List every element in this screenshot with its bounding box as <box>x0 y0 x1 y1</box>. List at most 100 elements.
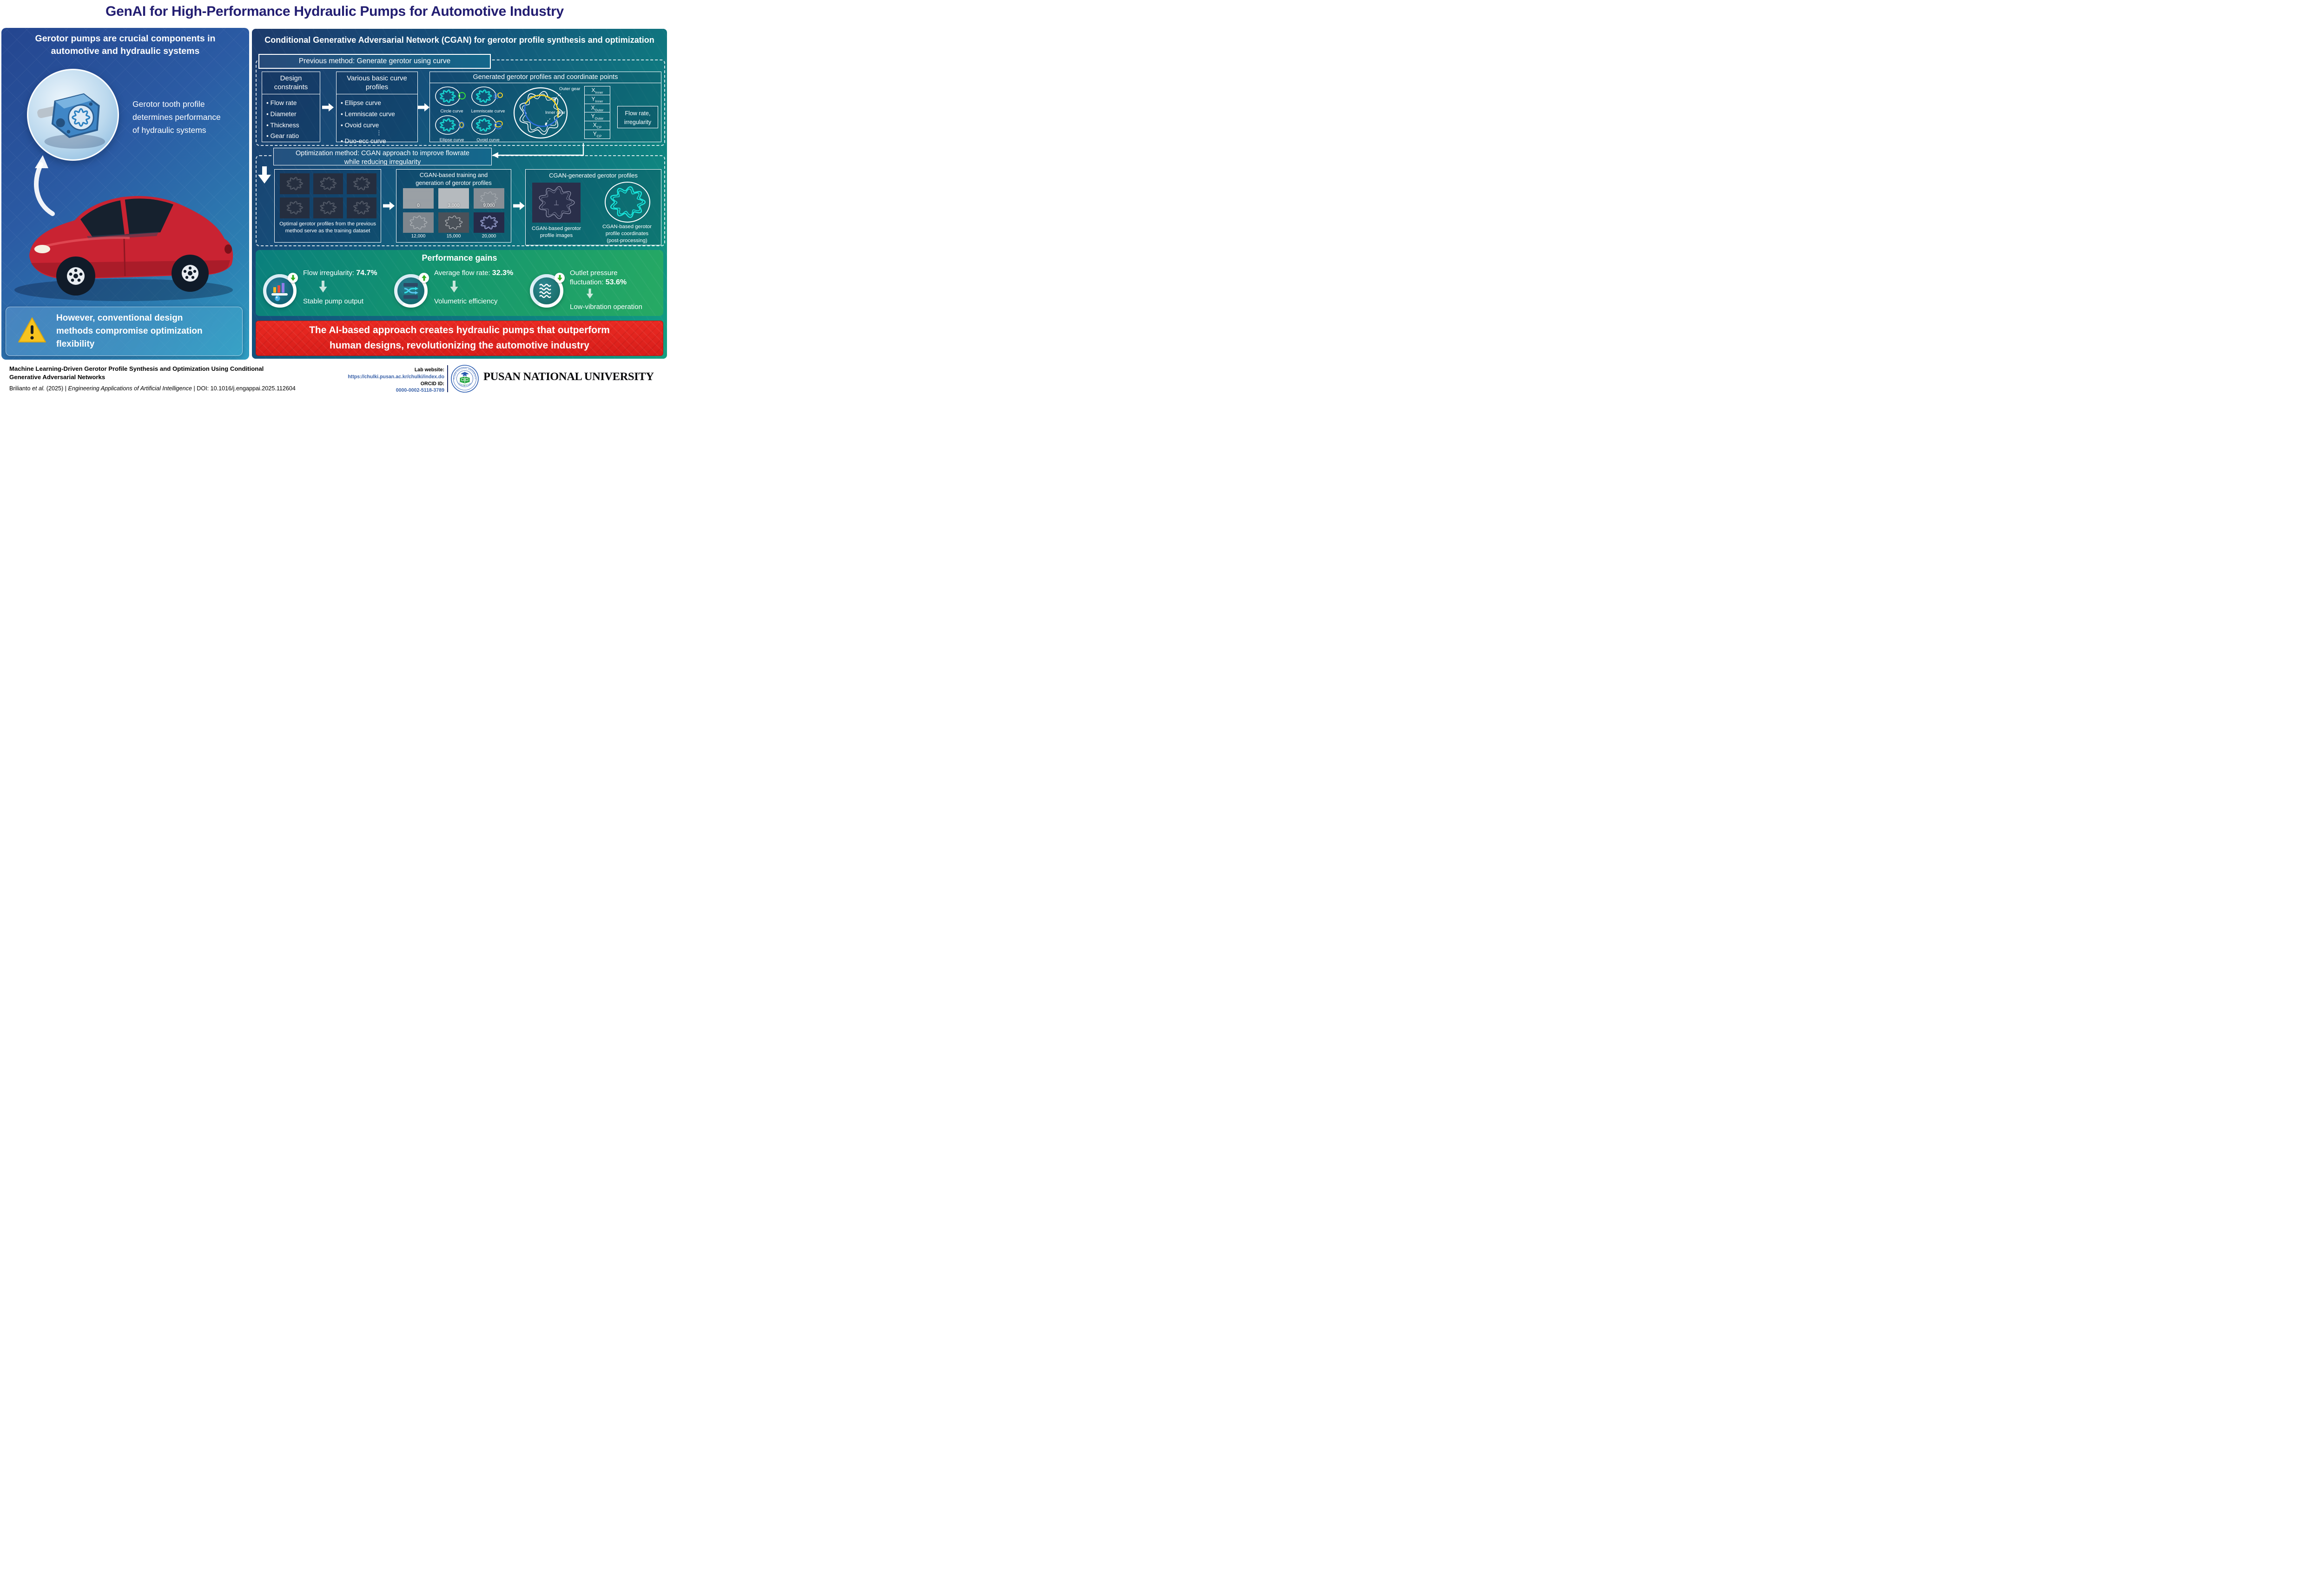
table-row: YOuter <box>584 112 610 122</box>
metric-text: Average flow rate: 32.3% Volumetric effi… <box>434 269 514 306</box>
right-arrow-icon <box>322 103 334 112</box>
poster-title: GenAI for High-Performance Hydraulic Pum… <box>106 4 564 19</box>
table-row: YCP <box>584 130 610 139</box>
profile-thumb-lemniscate: Lemniscate curve <box>470 86 506 113</box>
table-row: XOuter <box>584 104 610 113</box>
gerotor-thumbnail <box>347 173 376 194</box>
list-item: • Gear ratio <box>266 132 299 140</box>
contact-links: Lab website: https://chulki.pusan.ac.kr/… <box>348 367 444 394</box>
footer-divider <box>447 365 448 392</box>
pnu-seal-icon: PUSAN NATIONAL UNIVERSITY · SINCE 1946 ·… <box>451 365 479 393</box>
gerotor-thumbnail <box>313 197 343 218</box>
gerotor-thumbnail <box>347 197 376 218</box>
epoch-image: 0 <box>403 188 434 209</box>
design-constraints-list: • Flow rate • Diameter • Thickness • Gea… <box>262 98 320 142</box>
flow-arrows-icon <box>394 273 429 308</box>
paper-reference: Machine Learning-Driven Gerotor Profile … <box>9 365 296 392</box>
lab-website-link[interactable]: https://chulki.pusan.ac.kr/chulki/index.… <box>348 374 444 380</box>
down-arrow-icon <box>319 280 327 293</box>
list-item: • Duo-ecc curve <box>341 137 386 145</box>
cgan-profile-coordinates <box>605 182 650 223</box>
list-item: • Thickness <box>266 121 299 129</box>
epoch-label: 15,000 <box>446 234 461 239</box>
epoch-image <box>438 212 469 233</box>
metric-text: Flow irregularity: 74.7% Stable pump out… <box>303 269 377 306</box>
gerotor-pump-photo <box>27 69 119 161</box>
curved-up-arrow <box>34 155 55 216</box>
gerotor-thumbnail <box>280 173 310 194</box>
dataset-caption: Optimal gerotor profiles from the previo… <box>279 221 376 234</box>
right-arrow-icon <box>418 103 429 112</box>
inner-gear-label: Inner gear <box>545 110 566 115</box>
generated-profiles-title: Generated gerotor profiles and coordinat… <box>430 72 661 83</box>
cgan-panel: Conditional Generative Adversarial Netwo… <box>251 28 668 360</box>
pnu-wordmark: PUSAN NATIONAL UNIVERSITY <box>483 370 654 383</box>
gerotor-thumbnail <box>280 197 310 218</box>
ellipsis: ⋮ <box>376 129 382 137</box>
orcid-id: 0000-0002-5118-3789 <box>396 388 444 394</box>
decrease-badge-icon <box>288 273 298 283</box>
metric-flow-irregularity: Flow irregularity: 74.7% Stable pump out… <box>260 269 391 313</box>
limitation-text: However, conventional design methods com… <box>56 313 203 349</box>
poster-page: GenAI for High-Performance Hydraulic Pum… <box>0 0 669 394</box>
performance-gains-band: Performance gains <box>256 250 663 316</box>
cgan-profile-image <box>532 183 581 223</box>
epoch-image: 3,000 <box>438 188 469 209</box>
coordinate-table: XInner YInner XOuter YOuter XCP YCP <box>584 86 610 139</box>
epoch-label: 12,000 <box>411 234 426 239</box>
outer-gear-label: Outer gear <box>559 86 581 92</box>
limitation-callout: However, conventional design methods com… <box>6 307 243 356</box>
metric-text: Outlet pressure fluctuation: 53.6% Low-v… <box>570 269 642 311</box>
increase-badge-icon <box>419 273 429 283</box>
list-item: • Lemniscate curve <box>341 110 395 118</box>
optimization-method-box: Optimization method: CGAN approach to im… <box>273 148 492 166</box>
profile-thumb-circle: Circle curve <box>434 86 470 113</box>
table-row: XCP <box>584 121 610 130</box>
profile-thumb-ellipse: Ellipse curve <box>434 115 470 142</box>
epoch-image: 9,000 <box>474 188 504 209</box>
paper-title: Machine Learning-Driven Gerotor Profile … <box>9 365 264 381</box>
gear-diagram <box>513 87 568 139</box>
flowrate-output-box: Flow rate, irregularity <box>617 106 658 128</box>
decrease-badge-icon <box>555 273 565 283</box>
metric-outlet-pressure: Outlet pressure fluctuation: 53.6% Low-v… <box>527 269 660 313</box>
list-item: • Flow rate <box>266 99 297 107</box>
metric-average-flow-rate: Average flow rate: 32.3% Volumetric effi… <box>391 269 527 313</box>
profile-thumb-ovoid: Ovoid curve <box>470 115 506 142</box>
down-arrow-icon <box>450 280 458 293</box>
epoch-image <box>474 212 504 233</box>
footer: Machine Learning-Driven Gerotor Profile … <box>0 363 669 394</box>
citation: Brilianto et al. (2025) | Engineering Ap… <box>9 385 296 392</box>
training-dataset-panel: Optimal gerotor profiles from the previo… <box>274 169 381 243</box>
cgan-heading: Conditional Generative Adversarial Netwo… <box>264 35 654 45</box>
pump-illustration <box>37 93 106 149</box>
pump-caption: Gerotor tooth profile determines perform… <box>132 99 221 135</box>
gerotor-thumbnail <box>313 173 343 194</box>
list-item: • Ovoid curve <box>341 121 379 129</box>
down-arrow-icon <box>586 289 594 299</box>
epoch-image <box>403 212 434 233</box>
cgan-generated-panel: CGAN-generated gerotor profiles CGAN-bas… <box>525 169 661 245</box>
generated-profiles-box: Generated gerotor profiles and coordinat… <box>429 72 661 142</box>
svg-text:1946: 1946 <box>463 384 466 386</box>
red-car-illustration <box>14 196 233 301</box>
warning-icon <box>18 317 46 342</box>
lab-website-label: Lab website: <box>414 367 444 373</box>
header: GenAI for High-Performance Hydraulic Pum… <box>0 0 669 27</box>
conclusion-banner: The AI-based approach creates hydraulic … <box>256 321 663 356</box>
list-item: • Ellipse curve <box>341 99 381 107</box>
table-row: XInner <box>584 86 610 95</box>
table-row: YInner <box>584 95 610 104</box>
bar-chart-icon <box>263 273 298 308</box>
epoch-label: 20,000 <box>482 234 496 239</box>
right-arrow-icon <box>513 202 525 210</box>
list-item: • Diameter <box>266 110 297 118</box>
